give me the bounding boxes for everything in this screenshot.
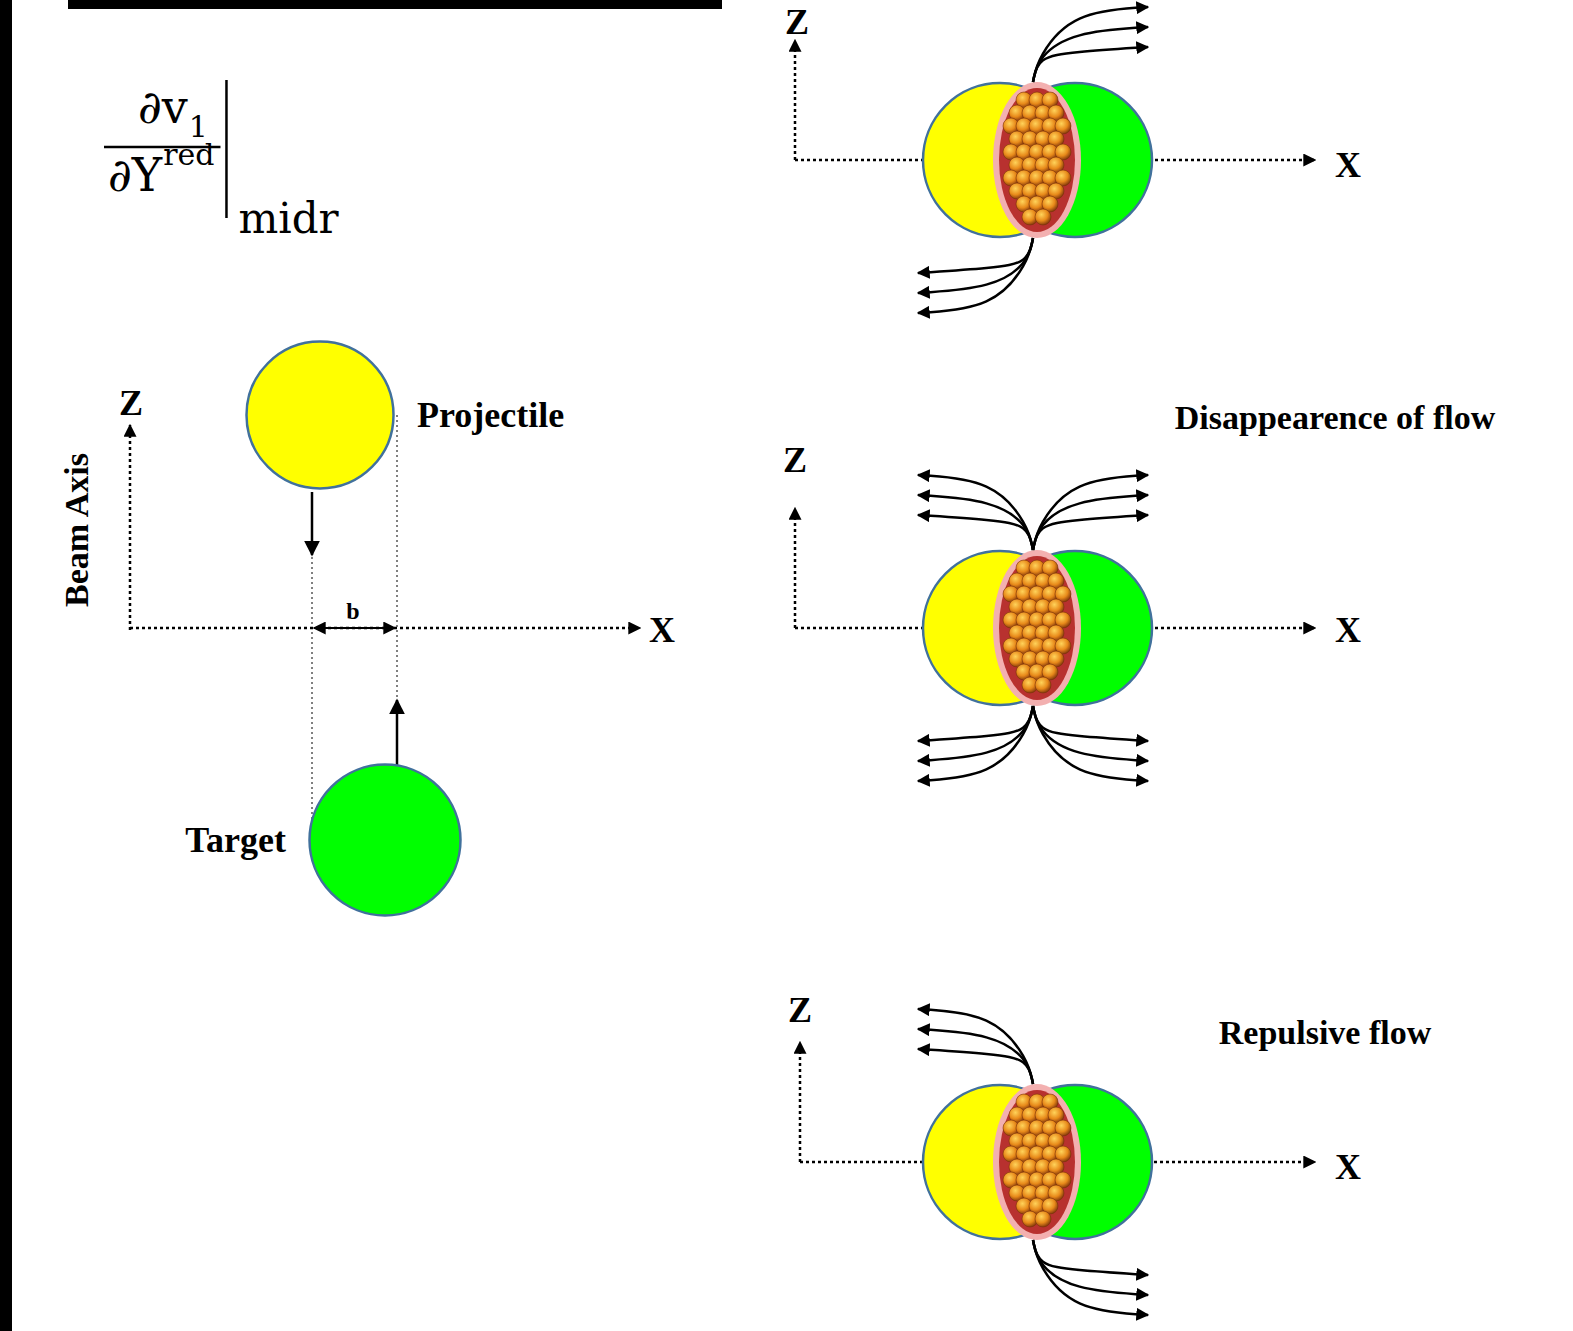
flow-arrow bbox=[918, 1049, 1033, 1084]
formula-part: ∂v bbox=[138, 84, 188, 130]
flow-arrow bbox=[1033, 7, 1148, 82]
impact-parameter-arrow bbox=[314, 627, 395, 629]
flow-arrow bbox=[1033, 1240, 1148, 1315]
fireball-glow bbox=[993, 550, 1081, 706]
z-axis bbox=[799, 1042, 802, 1162]
flow-arrow bbox=[1033, 706, 1148, 761]
axis-label: X bbox=[649, 612, 675, 648]
projectile-nucleus bbox=[923, 1085, 1077, 1239]
circle-outline bbox=[308, 763, 462, 917]
circle-outline bbox=[245, 340, 395, 490]
flow-arrow bbox=[918, 238, 1033, 293]
formula-subscript: midr bbox=[238, 198, 338, 240]
guide-line bbox=[397, 415, 398, 765]
motion-arrow bbox=[396, 700, 399, 765]
target-circle: Target bbox=[308, 763, 462, 917]
flow-arrow bbox=[918, 495, 1033, 550]
target-nucleus bbox=[998, 551, 1152, 705]
z-axis bbox=[794, 508, 797, 628]
flow-arrow bbox=[1033, 1240, 1148, 1295]
z-axis bbox=[129, 425, 132, 630]
flow-arrow bbox=[1033, 1240, 1148, 1275]
fireball-glow bbox=[993, 1084, 1081, 1240]
axis-title: Beam Axis bbox=[60, 453, 94, 607]
flow-arrow bbox=[918, 706, 1033, 741]
flow-arrow bbox=[1033, 27, 1148, 82]
axis-label: Z bbox=[119, 385, 143, 421]
flow-arrow bbox=[1033, 515, 1148, 550]
axis-label: X bbox=[1335, 147, 1361, 183]
flow-arrow bbox=[918, 1009, 1033, 1084]
flow-arrow bbox=[918, 238, 1033, 313]
flow-arrow bbox=[918, 238, 1033, 273]
node-label: Target bbox=[185, 822, 286, 858]
flow-arrow bbox=[918, 1029, 1033, 1084]
motion-arrow bbox=[311, 492, 314, 555]
fireball bbox=[999, 556, 1075, 700]
target-nucleus bbox=[998, 1085, 1152, 1239]
impact-parameter-label: b bbox=[346, 599, 359, 623]
axis-label: X bbox=[1335, 1149, 1361, 1185]
flow-arrow bbox=[1033, 475, 1148, 550]
frame-bar bbox=[68, 0, 722, 9]
flow-arrow bbox=[918, 706, 1033, 781]
flow-arrow bbox=[918, 515, 1033, 550]
flow-arrow bbox=[1033, 495, 1148, 550]
flow-arrow bbox=[1033, 706, 1148, 741]
nucleon bbox=[1035, 677, 1051, 693]
nucleus-shape bbox=[310, 765, 461, 916]
formula-subscript: 1 bbox=[189, 112, 208, 142]
nucleon bbox=[1035, 209, 1051, 225]
flow-arrow bbox=[918, 475, 1033, 550]
frame-bar bbox=[0, 0, 12, 1331]
axis-label: Z bbox=[785, 4, 809, 40]
panel-title: Repulsive flow bbox=[1219, 1016, 1432, 1050]
fireball-glow bbox=[993, 82, 1081, 238]
z-axis bbox=[794, 40, 797, 160]
flow-arrow bbox=[918, 706, 1033, 761]
flow-arrow bbox=[1033, 47, 1148, 82]
projectile-nucleus bbox=[923, 83, 1077, 237]
axis-label: Z bbox=[788, 992, 812, 1028]
guide-line bbox=[312, 492, 313, 850]
panel-title: Disappearence of flow bbox=[1175, 401, 1495, 435]
axis-label: Z bbox=[783, 442, 807, 478]
target-nucleus bbox=[998, 83, 1152, 237]
projectile-circle: Projectile bbox=[245, 340, 395, 490]
fireball bbox=[999, 88, 1075, 232]
fireball bbox=[999, 1090, 1075, 1234]
axis-label: X bbox=[1335, 612, 1361, 648]
formula-part: ∂Y bbox=[108, 152, 162, 198]
node-label: Projectile bbox=[417, 397, 564, 433]
nucleon bbox=[1035, 1211, 1051, 1227]
formula-superscript: red bbox=[163, 140, 214, 170]
x-axis bbox=[130, 627, 640, 630]
evaluation-bar bbox=[225, 80, 228, 218]
projectile-nucleus bbox=[923, 551, 1077, 705]
nucleus-shape bbox=[247, 342, 394, 489]
flow-arrow bbox=[1033, 706, 1148, 781]
